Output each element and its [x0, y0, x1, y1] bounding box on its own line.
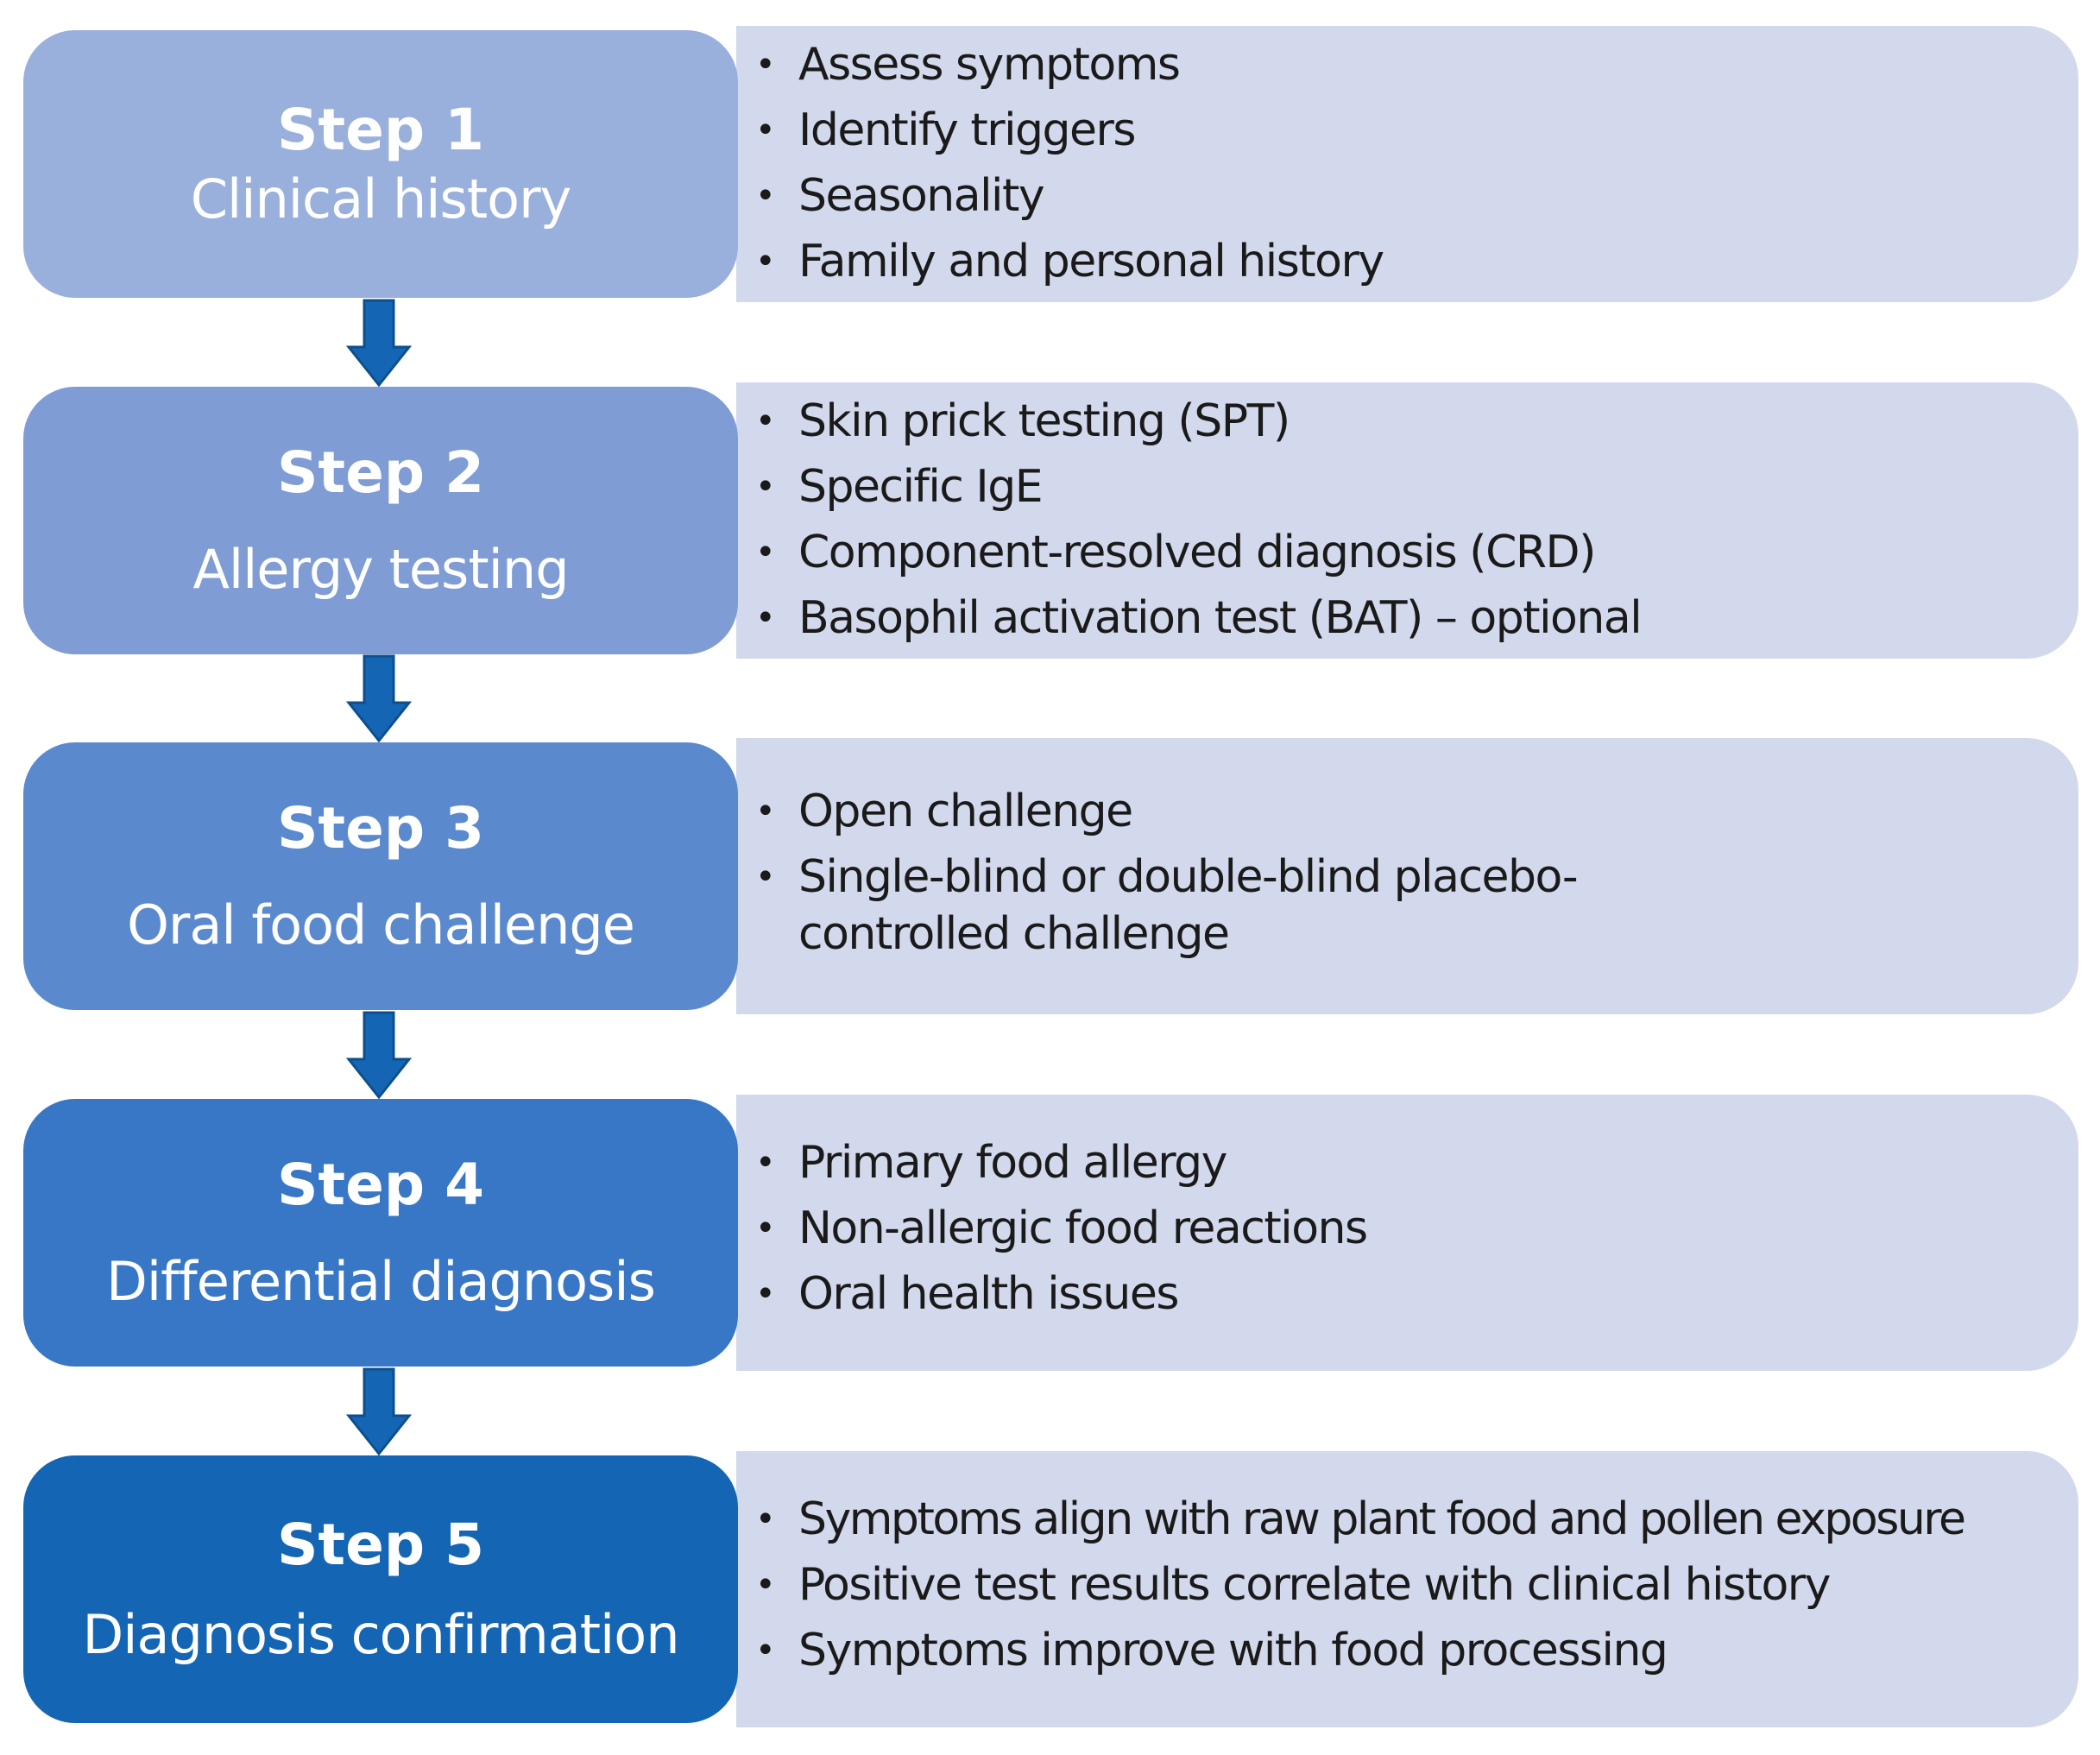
detail-text: Assess symptoms [798, 39, 1181, 91]
bullet-icon: • [755, 176, 776, 216]
detail-item: • Open challenge [736, 783, 2053, 849]
bullet-icon: • [755, 533, 776, 572]
detail-text: Open challenge [798, 786, 1133, 837]
detail-text: Symptoms improve with food processing [798, 1625, 1668, 1676]
detail-item: • Positive test results correlate with cl… [736, 1556, 2053, 1622]
detail-item: • Assess symptoms [736, 36, 2053, 102]
step-2-subtitle: Allergy testing [192, 538, 569, 601]
step-5-details: • Symptoms align with raw plant food and … [736, 1451, 2078, 1727]
detail-text: Component-resolved diagnosis (CRD) [798, 527, 1596, 578]
down-arrow-icon [345, 1011, 413, 1100]
step-1-title: Step 1 [277, 97, 484, 163]
detail-item: • Seasonality [736, 167, 2053, 233]
detail-item: • Primary food allergy [736, 1134, 2053, 1200]
step-5-subtitle: Diagnosis confirmation [82, 1603, 680, 1666]
detail-item: • Basophil activation test (BAT) – option… [736, 590, 2053, 655]
step-row-3: Step 3 Oral food challenge • Open challen… [0, 738, 2100, 1014]
step-1-details: • Assess symptoms • Identify triggers • Sea… [736, 26, 2078, 302]
step-5-box: Step 5 Diagnosis confirmation [23, 1455, 738, 1723]
bullet-icon: • [755, 467, 776, 507]
detail-text: Oral health issues [798, 1268, 1179, 1320]
step-1-box: Step 1 Clinical history [23, 30, 738, 298]
bullet-icon: • [755, 792, 776, 831]
step-4-title: Step 4 [277, 1152, 484, 1218]
detail-text: Positive test results correlate with cli… [798, 1559, 1831, 1611]
down-arrow-icon [345, 654, 413, 743]
step-row-1: Step 1 Clinical history • Assess symptoms… [0, 26, 2100, 302]
detail-text: Non-allergic food reactions [798, 1203, 1368, 1254]
step-row-4: Step 4 Differential diagnosis • Primary f… [0, 1095, 2100, 1371]
detail-item: • Symptoms align with raw plant food and … [736, 1491, 2053, 1556]
bullet-icon: • [755, 1143, 776, 1183]
step-3-details: • Open challenge • Single-blind or double-… [736, 738, 2078, 1014]
detail-text: Skin prick testing (SPT) [798, 395, 1290, 447]
bullet-icon: • [755, 1631, 776, 1670]
step-1-detail-list: • Assess symptoms • Identify triggers • Sea… [736, 36, 2053, 299]
detail-item: • Family and personal history [736, 233, 2053, 299]
detail-item: • Single-blind or double-blind placebo-co… [736, 849, 1765, 971]
step-row-2: Step 2 Allergy testing • Skin prick testi… [0, 382, 2100, 659]
detail-text: Family and personal history [798, 236, 1384, 287]
bullet-icon: • [755, 45, 776, 85]
step-4-detail-list: • Primary food allergy • Non-allergic food… [736, 1134, 2053, 1331]
detail-item: • Component-resolved diagnosis (CRD) [736, 524, 2053, 590]
down-arrow-icon [345, 299, 413, 388]
bullet-icon: • [755, 110, 776, 150]
step-3-detail-list: • Open challenge • Single-blind or double-… [736, 783, 2053, 971]
bullet-icon: • [755, 1565, 776, 1605]
detail-text: Primary food allergy [798, 1137, 1227, 1189]
bullet-icon: • [755, 1499, 776, 1539]
step-2-details: •Skin prick testing (SPT) •Specific IgE … [736, 382, 2078, 659]
detail-item: • Non-allergic food reactions [736, 1200, 2053, 1266]
bullet-icon: • [755, 598, 776, 638]
step-5-detail-list: • Symptoms align with raw plant food and … [736, 1491, 2053, 1688]
step-row-5: Step 5 Diagnosis confirmation • Symptoms … [0, 1451, 2100, 1727]
bullet-icon: • [755, 1209, 776, 1248]
detail-text: Specific IgE [798, 461, 1044, 513]
step-1-subtitle: Clinical history [190, 167, 572, 230]
bullet-icon: • [755, 242, 776, 281]
bullet-icon: • [755, 1274, 776, 1314]
detail-text: Seasonality [798, 170, 1045, 222]
step-2-title: Step 2 [277, 439, 484, 506]
detail-item: • Symptoms improve with food processing [736, 1622, 2053, 1688]
bullet-icon: • [755, 857, 776, 897]
detail-text: Symptoms align with raw plant food and p… [798, 1493, 1966, 1545]
detail-text: Single-blind or double-blind placebo-con… [798, 851, 1579, 960]
step-4-box: Step 4 Differential diagnosis [23, 1099, 738, 1367]
detail-item: • Specific IgE [736, 458, 2053, 524]
detail-text: Identify triggers [798, 104, 1137, 156]
step-3-box: Step 3 Oral food challenge [23, 742, 738, 1010]
down-arrow-icon [345, 1367, 413, 1456]
step-2-detail-list: •Skin prick testing (SPT) •Specific IgE … [736, 393, 2053, 655]
detail-text: Basophil activation test (BAT) – optiona… [798, 592, 1643, 644]
bullet-icon: • [755, 401, 776, 441]
step-2-box: Step 2 Allergy testing [23, 387, 738, 654]
step-4-details: • Primary food allergy • Non-allergic food… [736, 1095, 2078, 1371]
step-3-title: Step 3 [277, 795, 484, 862]
detail-item: • Oral health issues [736, 1266, 2053, 1331]
detail-item: • Identify triggers [736, 102, 2053, 167]
step-5-title: Step 5 [277, 1512, 484, 1578]
step-3-subtitle: Oral food challenge [127, 893, 635, 956]
step-4-subtitle: Differential diagnosis [106, 1250, 656, 1313]
detail-item: • Skin prick testing (SPT) [736, 393, 2053, 458]
